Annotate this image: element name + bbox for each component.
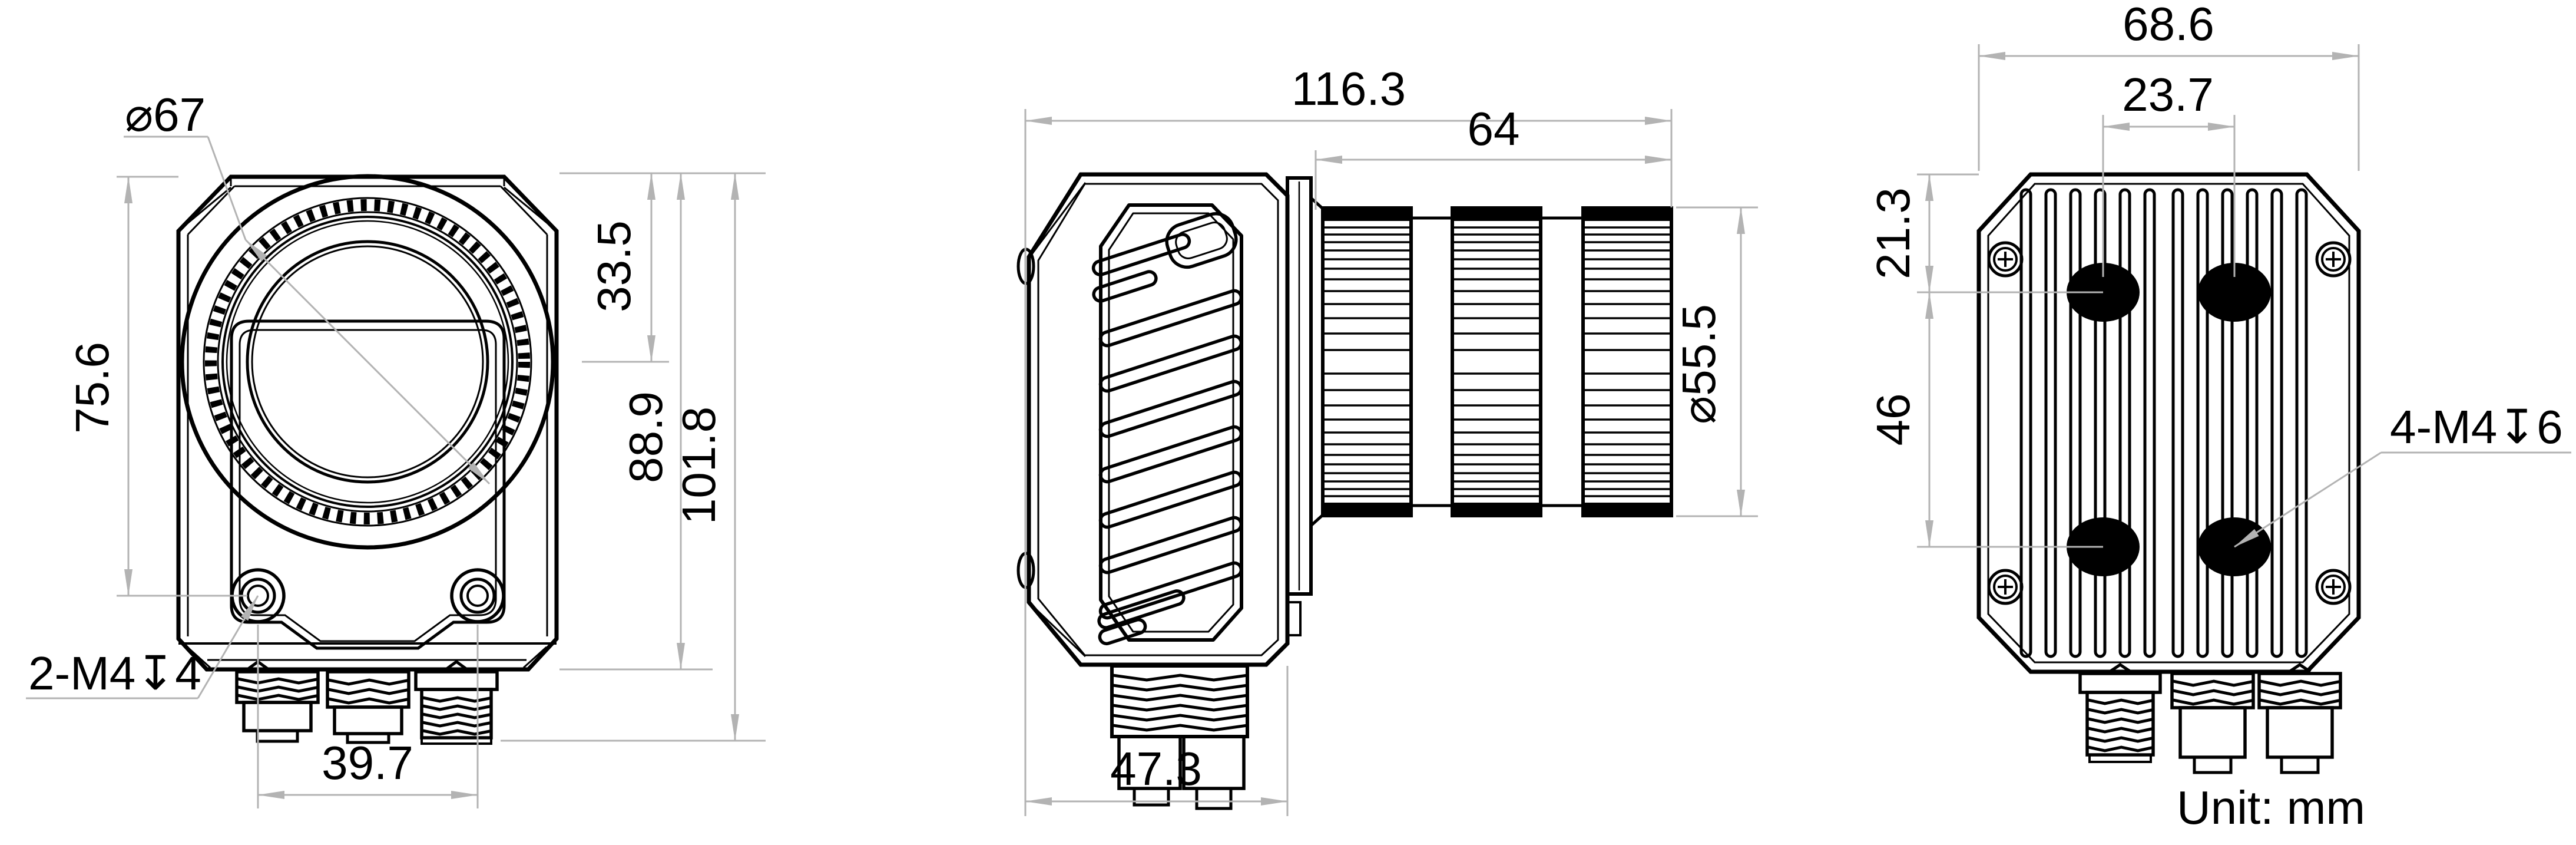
dim-front-hole-span: 39.7 <box>322 737 413 789</box>
back-corner-screws <box>1987 241 2352 605</box>
dim-front-body-height: 88.9 <box>620 391 672 483</box>
label-front-mount-thread: 2-M4↧4 <box>28 647 201 699</box>
front-body <box>176 174 559 672</box>
dim-side-body-depth: 47.3 <box>1110 742 1202 795</box>
dim-back-hole-top-offset: 21.3 <box>1867 187 1919 279</box>
side-vent-slots <box>1091 212 1243 646</box>
back-dimensions: 68.6 23.7 21.3 46 4-M4↧6 <box>1867 0 2571 548</box>
side-lens <box>1286 176 1671 596</box>
dim-side-lens-length: 64 <box>1468 103 1520 155</box>
dim-back-hole-span-v: 46 <box>1867 394 1919 446</box>
back-connectors <box>2078 662 2342 774</box>
side-dimensions: 116.3 64 ⌀55.5 47.3 <box>1024 62 1758 816</box>
screw-icon <box>1987 569 2024 605</box>
side-view: 116.3 64 ⌀55.5 47.3 <box>1017 62 1758 816</box>
dim-back-width: 68.6 <box>2123 0 2214 50</box>
dim-side-total-length: 116.3 <box>1292 62 1406 115</box>
lens-knurl-ring <box>205 199 530 524</box>
back-heatsink-fins <box>2019 188 2308 658</box>
side-body <box>1017 172 1302 667</box>
front-view: 75.6 33.5 88.9 101.8 39.7 ⌀67 2 <box>26 88 766 808</box>
dim-front-hole-height: 75.6 <box>66 342 118 434</box>
front-connectors <box>235 659 499 745</box>
dim-front-lens-dia: ⌀67 <box>125 88 206 141</box>
dim-front-center-offset: 33.5 <box>588 220 640 312</box>
back-view: 68.6 23.7 21.3 46 4-M4↧6 <box>1867 0 2571 774</box>
front-dimensions: 75.6 33.5 88.9 101.8 39.7 ⌀67 2 <box>26 88 766 808</box>
dim-side-lens-dia: ⌀55.5 <box>1673 304 1725 424</box>
screw-icon <box>2315 569 2352 605</box>
screw-icon <box>2315 241 2352 278</box>
back-body <box>1976 172 2361 674</box>
dim-front-total-height: 101.8 <box>673 407 725 524</box>
front-mount-holes <box>230 568 505 623</box>
side-connector <box>1110 664 1249 810</box>
front-faceplate-panel <box>230 319 506 650</box>
label-back-mount-thread: 4-M4↧6 <box>2390 401 2563 453</box>
back-mount-holes <box>2067 263 2271 576</box>
screw-icon <box>1987 241 2024 278</box>
unit-note: Unit: mm <box>2177 781 2365 834</box>
dim-back-hole-span-h: 23.7 <box>2122 68 2214 121</box>
side-vent-panel <box>1091 203 1243 646</box>
